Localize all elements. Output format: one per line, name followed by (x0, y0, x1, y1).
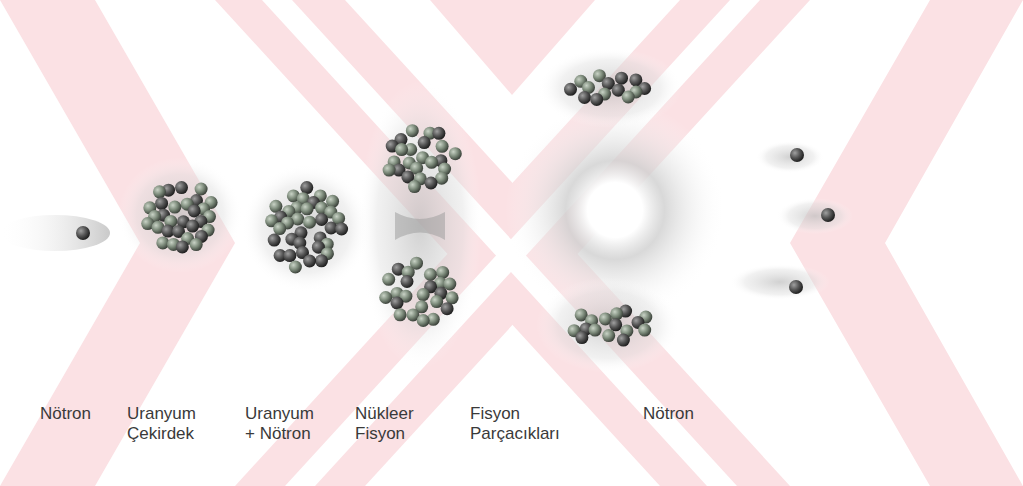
proton-ball (394, 308, 407, 321)
proton-ball (417, 314, 430, 327)
neutron-ball (155, 197, 168, 210)
proton-ball (303, 216, 316, 229)
nucleon-clusters (76, 69, 835, 346)
neutron-ball (441, 302, 454, 315)
neutron-ball (790, 148, 804, 162)
neutron-ball (315, 254, 328, 267)
neutron-ball (432, 127, 445, 140)
neutron-ball (283, 249, 296, 262)
proton-ball (408, 180, 421, 193)
proton-ball (406, 124, 419, 137)
proton-ball (190, 238, 203, 251)
proton-ball (195, 183, 208, 196)
stage-label: Nükleer Fisyon (355, 404, 435, 444)
proton-ball (383, 164, 396, 177)
neutron-ball (578, 91, 591, 104)
neutron-ball (303, 255, 316, 268)
neutron-ball (186, 220, 199, 233)
proton-ball (301, 202, 314, 215)
neutron-ball (590, 93, 603, 106)
neutron-ball (401, 275, 414, 288)
proton-ball (326, 195, 339, 208)
stage-label: Uranyum + Nötron (245, 404, 325, 444)
neutron-ball (175, 181, 188, 194)
proton-ball (273, 222, 286, 235)
proton-ball (589, 324, 602, 337)
proton-ball (379, 291, 392, 304)
proton-ball (425, 156, 438, 169)
neutron-ball (575, 331, 588, 344)
proton-ball (602, 329, 615, 342)
proton-ball (153, 185, 166, 198)
neutron-ball (617, 334, 630, 347)
proton-ball (417, 288, 430, 301)
proton-ball (168, 201, 181, 214)
proton-ball (638, 324, 651, 337)
proton-ball (382, 273, 395, 286)
neutron-ball (176, 240, 189, 253)
proton-ball (436, 266, 449, 279)
neutron-ball (821, 208, 835, 222)
proton-ball (395, 143, 408, 156)
neutron-ball (609, 318, 622, 331)
neutron-ball (335, 223, 348, 236)
neutron-ball (789, 280, 803, 294)
proton-ball (424, 268, 437, 281)
stage-label: Fisyon Parçacıkları (470, 404, 574, 444)
particle-halos (0, 48, 853, 373)
neutron-ball (425, 177, 438, 190)
neutron-ball (76, 226, 90, 240)
neutron-ball (300, 181, 313, 194)
neutron-ball (418, 136, 431, 149)
neutron-ball (268, 234, 281, 247)
neutron-ball (391, 297, 404, 310)
stage-label: Nötron (643, 404, 723, 424)
neutron-ball (615, 72, 628, 85)
proton-ball (610, 307, 623, 320)
proton-ball (436, 140, 449, 153)
proton-ball (449, 147, 462, 160)
fission-neck (395, 212, 445, 240)
proton-ball (622, 91, 635, 104)
proton-ball (289, 261, 302, 274)
neutron-ball (564, 83, 577, 96)
stage-label: Uranyum Çekirdek (127, 404, 207, 444)
stage-label: Nötron (40, 404, 120, 424)
